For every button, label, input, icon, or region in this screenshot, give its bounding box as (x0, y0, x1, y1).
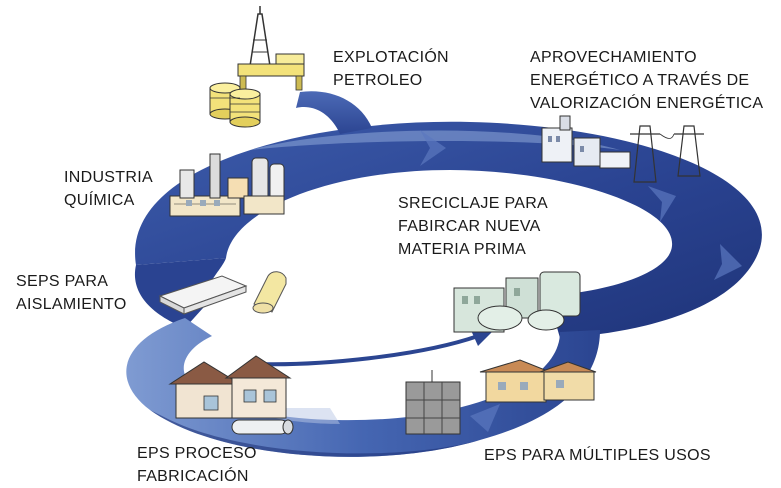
label-industria-quimica: INDUSTRIA QUÍMICA (64, 166, 153, 212)
chemical-plant-illustration (169, 153, 285, 217)
label-line: APROVECHAMIENTO (530, 49, 697, 66)
label-line: VALORIZACIÓN ENERGÉTICA (530, 95, 764, 112)
label-line: MATERIA PRIMA (398, 241, 527, 258)
insulation-panels-illustration (158, 271, 287, 315)
label-line: INDUSTRIA (64, 169, 153, 186)
oil-feed-strip (296, 91, 372, 134)
recycling-plant-illustration (453, 271, 581, 333)
label-explotacion-petroleo: EXPLOTACIÓN PETROLEO (333, 46, 449, 92)
label-line: SRECICLAJE PARA (398, 195, 549, 212)
label-line: PETROLEO (333, 72, 423, 89)
energy-plant-illustration (541, 115, 704, 183)
label-line: QUÍMICA (64, 192, 135, 209)
oil-rig-illustration (209, 6, 305, 128)
inner-arrow (254, 328, 494, 367)
label-reciclaje-materia-prima: SRECICLAJE PARA FABIRCAR NUEVA MATERIA P… (398, 192, 548, 261)
house-illustration (168, 355, 294, 435)
label-line: ENERGÉTICO A TRAVÉS DE (530, 72, 750, 89)
label-line: FABRICACIÓN (137, 468, 249, 485)
label-line: FABIRCAR NUEVA (398, 218, 541, 235)
label-line: EPS PARA MÚLTIPLES USOS (484, 447, 711, 464)
label-line: EXPLOTACIÓN (333, 49, 449, 66)
label-line: EPS PROCESO (137, 445, 257, 462)
label-line: AISLAMIENTO (16, 296, 127, 313)
label-aprovechamiento-energetico: APROVECHAMIENTO ENERGÉTICO A TRAVÉS DE V… (530, 46, 763, 115)
construction-illustration (405, 359, 597, 435)
label-eps-proceso-fabricacion: EPS PROCESO FABRICACIÓN (137, 442, 257, 488)
label-eps-multiples-usos: EPS PARA MÚLTIPLES USOS (484, 444, 711, 467)
oil-barrels (209, 82, 261, 128)
label-line: SEPS PARA (16, 273, 109, 290)
label-seps-aislamiento: SEPS PARA AISLAMIENTO (16, 270, 127, 316)
